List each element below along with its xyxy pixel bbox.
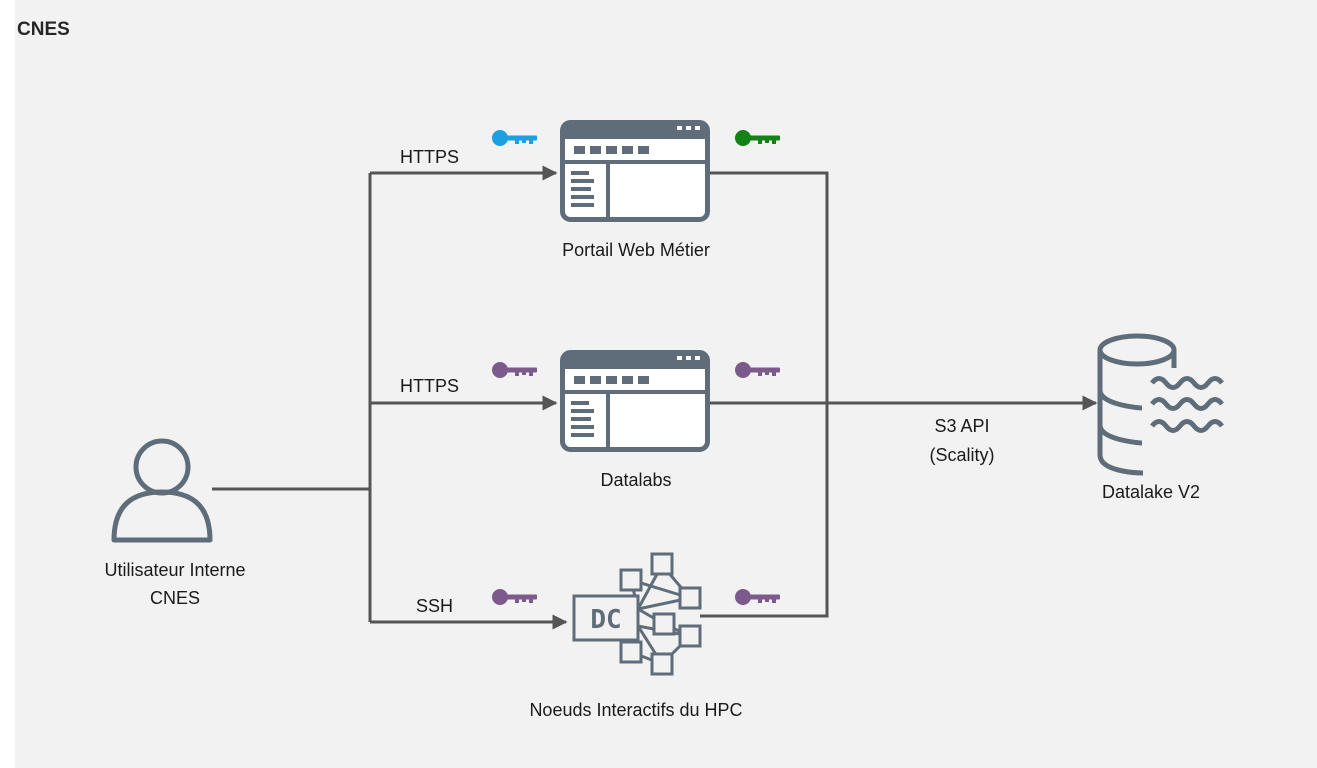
datacenter-network-icon (572, 552, 702, 676)
hpc-label: Noeuds Interactifs du HPC (529, 700, 742, 720)
portal-label: Portail Web Métier (562, 240, 710, 260)
purple-key-icon (492, 589, 537, 605)
datalabs-protocol-label: HTTPS (400, 376, 459, 396)
browser-window-icon (563, 353, 708, 450)
datalake-protocol-label-line2: (Scality) (929, 445, 994, 465)
datalabs-node: Datalabs (563, 353, 708, 490)
portal-to-bus-line (710, 171, 829, 403)
datalake-node: Datalake V2 (1097, 333, 1224, 502)
data-lake-icon (1097, 333, 1224, 476)
purple-key-icon (735, 589, 780, 605)
user-label-line2: CNES (150, 588, 200, 608)
green-key-icon (735, 130, 780, 146)
hpc-badge: DC (590, 605, 621, 635)
purple-key-icon (735, 362, 780, 378)
user-label-line1: Utilisateur Interne (104, 560, 245, 580)
hpc-protocol-label: SSH (416, 596, 453, 616)
portal-protocol-label: HTTPS (400, 147, 459, 167)
user-icon (111, 438, 213, 543)
diagram-canvas: CNES HTTPS HTTPS SSH S3 API (Scality) Ut… (15, 0, 1317, 768)
hpc-node: DC Noeuds Interactifs du HPC (529, 552, 743, 720)
datalake-protocol-label-line1: S3 API (934, 416, 989, 436)
datalake-label: Datalake V2 (1102, 482, 1200, 502)
portal-node: Portail Web Métier (562, 123, 710, 260)
browser-window-icon (563, 123, 708, 220)
hpc-to-bus-line (700, 403, 829, 618)
connectors (212, 165, 1098, 630)
diagram-title: CNES (17, 19, 70, 40)
purple-key-icon (492, 362, 537, 378)
datalabs-label: Datalabs (600, 470, 671, 490)
architecture-diagram: CNES HTTPS HTTPS SSH S3 API (Scality) Ut… (17, 19, 1224, 720)
blue-key-icon (492, 130, 537, 146)
user-node: Utilisateur Interne CNES (104, 438, 246, 608)
